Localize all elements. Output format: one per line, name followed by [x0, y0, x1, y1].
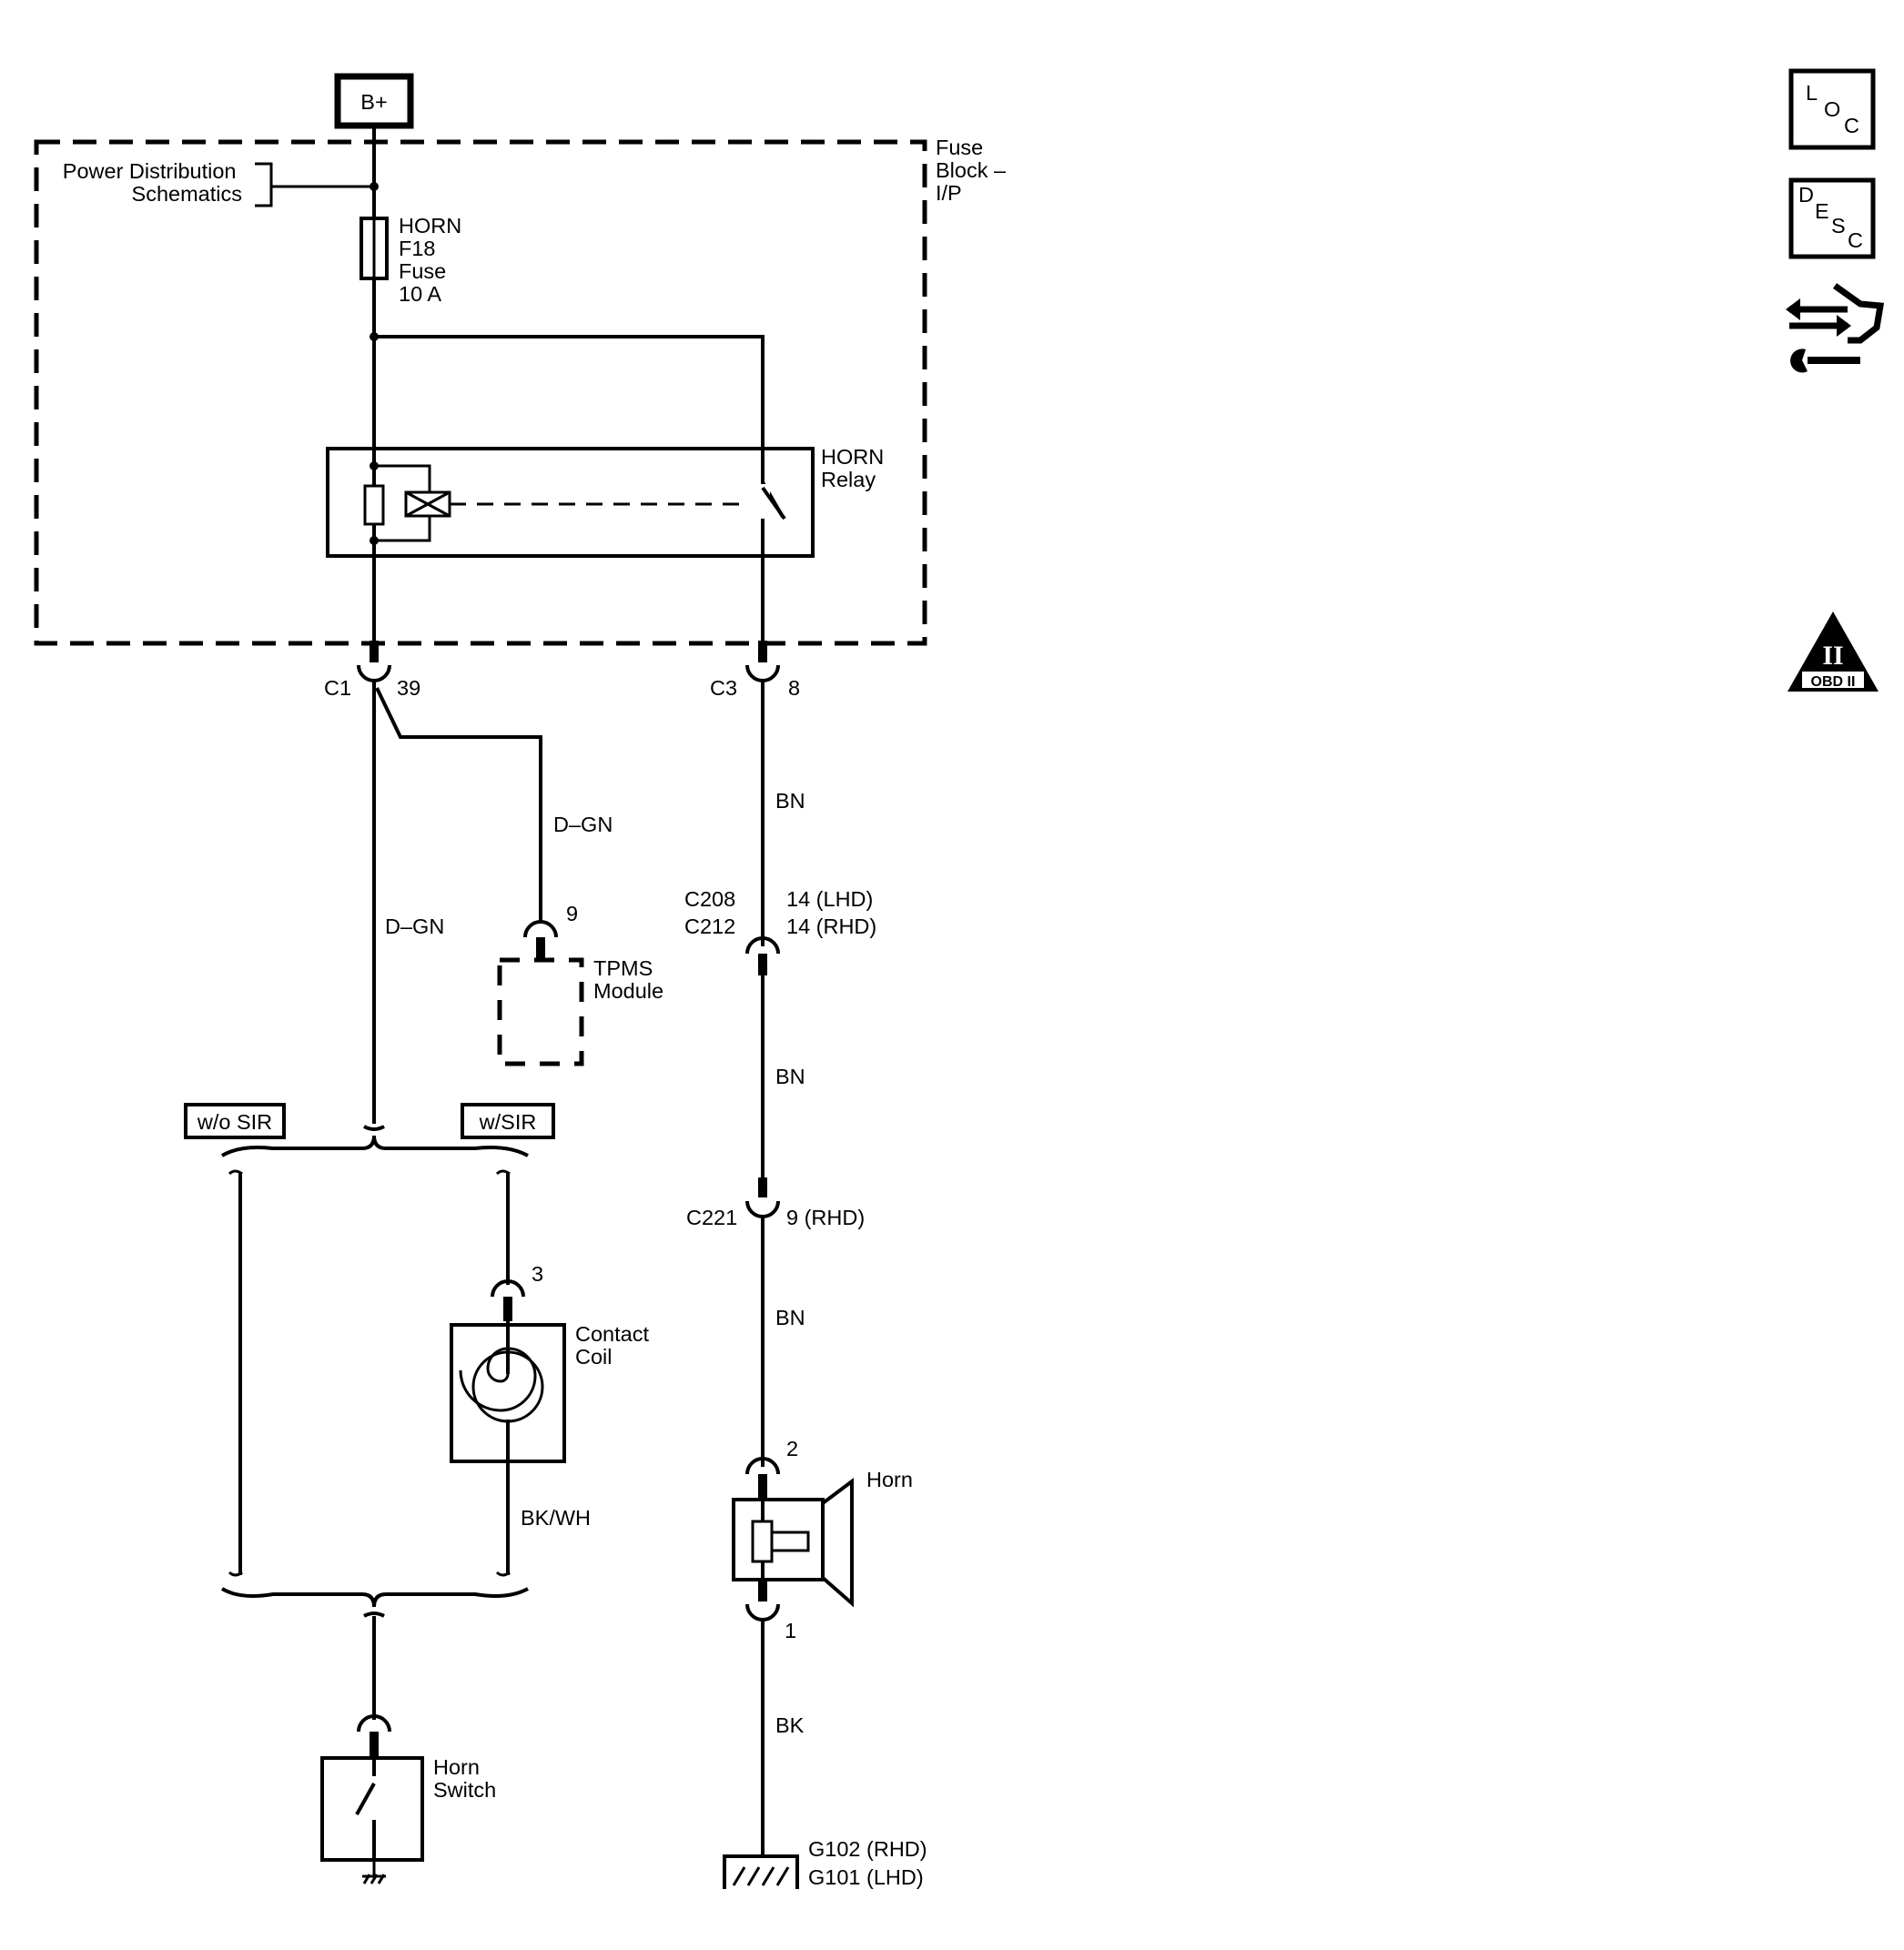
horn-connector-pin-2[interactable]: 2	[745, 1437, 798, 1498]
c208-pin: 14 (LHD)	[786, 887, 873, 911]
c221-pin: 9 (RHD)	[786, 1206, 865, 1229]
loc-icon-letter-o: O	[1824, 97, 1840, 121]
loc-icon-letter-l: L	[1806, 81, 1818, 105]
loc-icon-letter-c: C	[1844, 114, 1859, 137]
bk-ground-wire-label: BK	[775, 1713, 805, 1737]
horn-relay[interactable]: HORN Relay	[326, 445, 890, 558]
contact-coil[interactable]: Contact Coil	[450, 1321, 655, 1463]
d-gn-main-wire-label: D–GN	[385, 914, 444, 938]
option-brace-top	[220, 1135, 529, 1157]
horn-pin-bottom-label: 1	[785, 1619, 796, 1642]
fuse-block-ip-boundary[interactable]	[34, 139, 927, 646]
horn-connector-pin-1[interactable]: 1	[745, 1580, 796, 1642]
c3-pin: 8	[788, 676, 800, 700]
obd-ii-label: OBD II	[1811, 674, 1856, 690]
tpms-module-connector-pin-9[interactable]: 9	[523, 902, 578, 961]
option-splice-top	[363, 1125, 385, 1131]
option-brace-bottom	[220, 1587, 529, 1608]
bk-wh-wire-label: BK/WH	[521, 1506, 591, 1530]
ground-g101-label: G101 (LHD)	[808, 1865, 924, 1889]
horn-label: Horn	[866, 1468, 913, 1491]
battery-positive-label: B+	[360, 90, 387, 114]
horn-switch-ground-icon	[362, 1860, 386, 1884]
connector-wrench-icon[interactable]	[1786, 283, 1885, 373]
c212-name: C212	[684, 914, 735, 938]
d-gn-tpms-wire	[375, 687, 542, 921]
horn-switch[interactable]: Horn Switch	[320, 1755, 496, 1862]
option-with-sir-label: w/SIR	[479, 1110, 537, 1134]
desc-icon-letter-e: E	[1815, 199, 1829, 223]
tpms-module[interactable]: TPMS Module	[497, 956, 663, 1066]
c1-pin: 39	[397, 676, 420, 700]
contact-coil-label: Contact Coil	[575, 1322, 655, 1369]
c3-name: C3	[710, 676, 737, 700]
option-without-sir-badge[interactable]: w/o SIR	[184, 1103, 286, 1139]
horn-ground-icon[interactable]	[723, 1854, 799, 1889]
tpms-pin-label: 9	[566, 902, 578, 925]
horn-fuse-f18[interactable]: HORN F18 Fuse 10 A	[360, 214, 468, 306]
tpms-module-label: TPMS Module	[593, 956, 663, 1003]
power-distribution-reference[interactable]: Power Distribution Schematics	[63, 159, 379, 207]
c221-name: C221	[686, 1206, 737, 1229]
c1-name: C1	[324, 676, 351, 700]
contact-coil-connector-pin-3[interactable]: 3	[491, 1262, 543, 1321]
option-splice-bottom	[363, 1612, 385, 1618]
horn-pin-top-label: 2	[786, 1437, 798, 1460]
connector-c3-pin-8[interactable]: C3 8	[710, 641, 800, 700]
d-gn-tpms-wire-label: D–GN	[553, 813, 613, 836]
loc-icon[interactable]: L O C	[1788, 68, 1876, 150]
ground-g102-label: G102 (RHD)	[808, 1837, 927, 1861]
relay-switch-supply-wire	[374, 335, 765, 648]
w-sir-branch-bottom-cap	[495, 1571, 511, 1577]
fuse-label: HORN F18 Fuse 10 A	[399, 214, 468, 306]
horn-relay-label: HORN Relay	[821, 445, 890, 491]
bn-wire-middle-label: BN	[775, 1065, 805, 1088]
connector-c208-c212[interactable]: C208 14 (LHD) C212 14 (RHD)	[684, 887, 876, 975]
power-distribution-label: Power Distribution Schematics	[63, 159, 242, 206]
c212-pin: 14 (RHD)	[786, 914, 876, 938]
horn-switch-connector[interactable]	[357, 1714, 391, 1756]
horn[interactable]: Horn	[732, 1468, 913, 1608]
obd-ii-roman: II	[1822, 641, 1843, 671]
obd-ii-icon[interactable]: II OBD II	[1788, 611, 1879, 692]
option-without-sir-label: w/o SIR	[197, 1110, 272, 1134]
wo-sir-branch-bottom-cap	[228, 1571, 243, 1577]
desc-icon[interactable]: D E S C	[1788, 177, 1876, 259]
contact-coil-pin-label: 3	[532, 1262, 543, 1286]
desc-icon-letter-d: D	[1798, 183, 1814, 207]
connector-c1-pin-39[interactable]: C1 39	[324, 641, 420, 700]
desc-icon-letter-s: S	[1831, 214, 1846, 237]
desc-icon-letter-c: C	[1848, 228, 1863, 252]
option-with-sir-badge[interactable]: w/SIR	[461, 1103, 555, 1139]
battery-positive-source[interactable]: B+	[334, 73, 414, 129]
fuse-block-label: Fuse Block – I/P	[936, 136, 1012, 205]
connector-c221[interactable]: C221 9 (RHD)	[686, 1177, 865, 1229]
c208-name: C208	[684, 887, 735, 911]
bn-wire-upper-label: BN	[775, 789, 805, 813]
horn-switch-label: Horn Switch	[433, 1755, 496, 1802]
bn-wire-lower-label: BN	[775, 1306, 805, 1329]
